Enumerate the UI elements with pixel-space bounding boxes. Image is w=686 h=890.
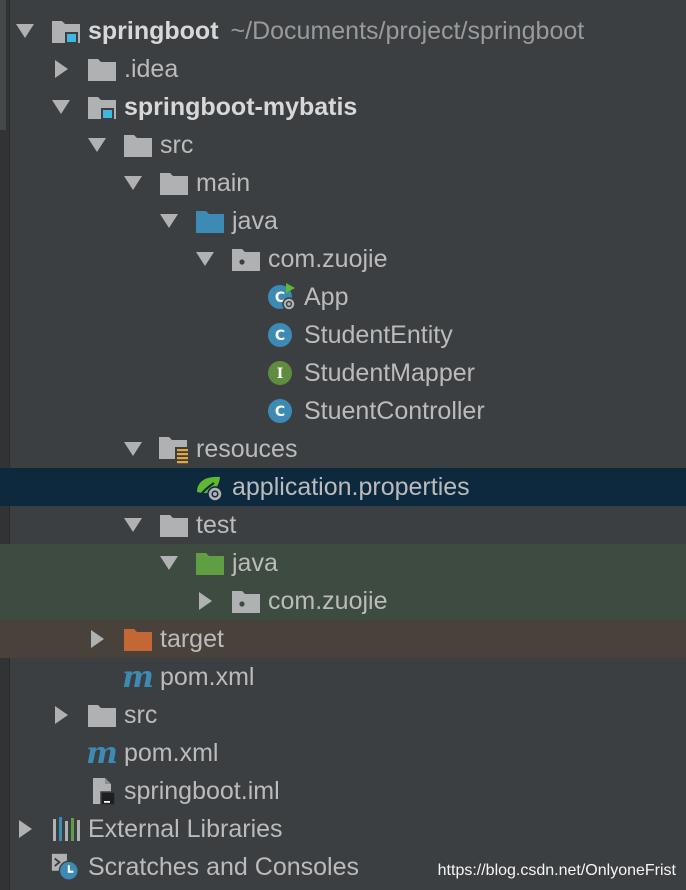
spring-properties-icon [194,472,226,502]
library-icon [50,814,82,844]
project-tree[interactable]: springboot ~/Documents/project/springboot… [0,12,686,886]
svg-text:C: C [275,328,285,344]
svg-text:C: C [275,404,285,420]
class-icon: C [266,396,298,426]
folder-icon [158,510,190,540]
package-icon [230,244,262,274]
svg-text:C: C [275,290,285,306]
root-src-label: src [124,701,158,729]
folder-icon [158,168,190,198]
properties-label: application.properties [232,473,470,501]
test-folder-icon [194,548,226,578]
tree-node-class[interactable]: C StudentEntity [0,316,686,354]
expanded-arrow-icon[interactable] [158,552,180,574]
idea-label: .idea [124,55,179,83]
external-libraries-label: External Libraries [88,815,283,843]
module-folder-icon [50,16,82,46]
maven-icon: m [86,735,118,771]
resources-folder-icon [158,434,190,464]
root-label: springboot ~/Documents/project/springboot [88,12,584,50]
tree-node-root-src[interactable]: src [0,696,686,734]
tree-node-target[interactable]: target [0,620,686,658]
package-main-label: com.zuojie [268,245,388,273]
collapsed-arrow-icon[interactable] [50,58,72,80]
folder-icon [86,54,118,84]
java-test-label: java [232,549,278,577]
tree-node-properties-selected[interactable]: application.properties [0,468,686,506]
interface-icon: I [266,358,298,388]
folder-icon [86,700,118,730]
module-pom-label: pom.xml [160,663,255,691]
left-tool-strip [0,0,10,890]
tree-node-src[interactable]: src [0,126,686,164]
package-test-label: com.zuojie [268,587,388,615]
root-name: springboot [88,17,219,45]
tree-node-test[interactable]: test [0,506,686,544]
module-folder-icon [86,92,118,122]
target-label: target [160,625,224,653]
tree-node-module-pom[interactable]: m pom.xml [0,658,686,696]
scratches-label: Scratches and Consoles [88,853,359,881]
collapsed-arrow-icon[interactable] [86,628,108,650]
root-pom-label: pom.xml [124,739,219,767]
scratches-icon [50,852,82,882]
tree-node-scratches[interactable]: Scratches and Consoles [0,848,686,886]
tree-node-root-pom[interactable]: m pom.xml [0,734,686,772]
svg-text:I: I [277,366,284,382]
class-label: App [304,283,349,311]
expanded-arrow-icon[interactable] [194,248,216,270]
tree-node-java-main[interactable]: java [0,202,686,240]
collapsed-arrow-icon[interactable] [14,818,36,840]
folder-icon [122,130,154,160]
tree-node-java-test[interactable]: java [0,544,686,582]
module-label: springboot-mybatis [124,93,358,121]
resources-label: resouces [196,435,298,463]
tree-node-package-main[interactable]: com.zuojie [0,240,686,278]
tree-node-idea[interactable]: .idea [0,50,686,88]
tree-node-class[interactable]: C App [0,278,686,316]
expanded-arrow-icon[interactable] [14,20,36,42]
package-icon [230,586,262,616]
tree-node-class[interactable]: C StuentController [0,392,686,430]
main-label: main [196,169,251,197]
expanded-arrow-icon[interactable] [50,96,72,118]
expanded-arrow-icon[interactable] [158,210,180,232]
maven-icon: m [122,659,154,695]
expanded-arrow-icon[interactable] [122,514,144,536]
tool-strip-marker [0,0,6,130]
expanded-arrow-icon[interactable] [122,438,144,460]
expanded-arrow-icon[interactable] [122,172,144,194]
tree-node-root[interactable]: springboot ~/Documents/project/springboot [0,12,686,50]
interface-label: StudentMapper [304,359,475,387]
root-path: ~/Documents/project/springboot [230,17,585,45]
tree-node-package-test[interactable]: com.zuojie [0,582,686,620]
source-folder-icon [194,206,226,236]
module-file-icon [86,776,118,806]
test-label: test [196,511,237,539]
spring-boot-class-icon: C [266,282,298,312]
watermark: https://blog.csdn.net/OnlyoneFrist [437,862,676,879]
tree-node-iml[interactable]: springboot.iml [0,772,686,810]
tree-node-resources[interactable]: resouces [0,430,686,468]
collapsed-arrow-icon[interactable] [194,590,216,612]
java-main-label: java [232,207,278,235]
iml-label: springboot.iml [124,777,280,805]
class-label: StudentEntity [304,321,453,349]
collapsed-arrow-icon[interactable] [50,704,72,726]
class-icon: C [266,320,298,350]
excluded-folder-icon [122,624,154,654]
tree-node-interface[interactable]: I StudentMapper [0,354,686,392]
expanded-arrow-icon[interactable] [86,134,108,156]
tree-node-external-libraries[interactable]: External Libraries [0,810,686,848]
tree-node-module[interactable]: springboot-mybatis [0,88,686,126]
src-label: src [160,131,194,159]
class-label: StuentController [304,397,485,425]
tree-node-main[interactable]: main [0,164,686,202]
